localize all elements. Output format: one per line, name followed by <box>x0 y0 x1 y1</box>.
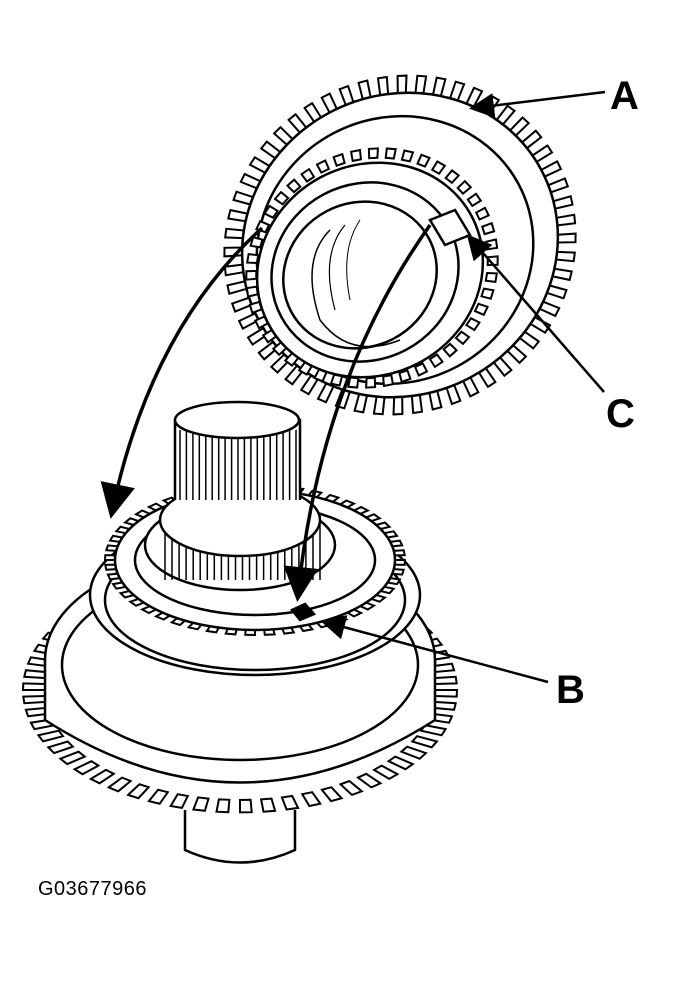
gear-tooth <box>300 167 316 183</box>
leader-c <box>466 234 605 393</box>
gear-tooth <box>396 74 408 95</box>
gear-tooth <box>551 267 573 282</box>
callout-label-c: C <box>606 392 635 436</box>
gear-tooth <box>356 772 383 789</box>
gear-tooth <box>384 147 397 160</box>
gear-tooth <box>353 392 369 414</box>
gear-tooth <box>58 750 87 766</box>
gear-tooth <box>372 764 400 781</box>
gear-tooth <box>223 263 245 277</box>
gear-tooth <box>245 285 259 298</box>
gear-tooth <box>365 376 377 389</box>
gear-tooth <box>126 783 151 800</box>
gear-tooth <box>442 342 459 358</box>
gear-tooth <box>246 252 260 265</box>
gear-tooth <box>399 745 428 760</box>
gear-tooth <box>320 786 344 803</box>
gear-tooth <box>433 689 459 698</box>
gear-tooth <box>410 735 439 749</box>
gear-tooth <box>263 204 280 219</box>
arrow-right-curve <box>283 223 432 602</box>
gear-tooth <box>556 232 577 244</box>
gear-tooth <box>103 554 117 561</box>
gear-tooth <box>300 791 322 808</box>
gear-tooth <box>428 353 444 369</box>
gear-tooth <box>332 152 346 167</box>
gear-tooth <box>484 271 498 284</box>
assembly-arrows <box>100 223 432 602</box>
gear-tooth <box>147 788 170 805</box>
gear-tooth <box>554 250 576 263</box>
gear-tooth <box>474 206 491 221</box>
gear-tooth <box>431 76 447 98</box>
gear-tooth <box>430 160 447 176</box>
gear-tooth <box>169 793 190 810</box>
gear-tooth <box>224 227 246 240</box>
gear-tooth <box>315 159 331 174</box>
gear-tooth <box>400 149 415 163</box>
arrow-left-curve <box>100 226 264 519</box>
figure-code: G03677966 <box>38 878 148 900</box>
gear-tooth <box>46 740 75 755</box>
gear-tooth <box>285 178 302 194</box>
gear-tooth <box>464 317 481 332</box>
gear-tooth <box>338 779 364 797</box>
gear-tooth <box>552 195 574 210</box>
callout-label-b: B <box>556 668 585 712</box>
gear-tooth <box>410 393 424 415</box>
gear-tooth <box>555 213 577 227</box>
gear-tooth <box>456 179 473 195</box>
upper-inner-teeth <box>245 147 499 389</box>
gear-tooth <box>227 208 249 223</box>
gear-tooth <box>239 798 253 814</box>
leader-a <box>469 90 606 118</box>
gear-tooth <box>466 192 483 208</box>
gear-tooth <box>432 675 458 686</box>
gear-tooth <box>349 148 362 163</box>
leader-b <box>320 615 549 684</box>
gear-tooth <box>444 169 461 185</box>
gear-tooth <box>382 373 395 388</box>
leader-lines <box>320 90 606 684</box>
gear-tooth <box>480 287 495 300</box>
gear-tooth <box>393 559 407 566</box>
gear-tooth <box>280 794 300 811</box>
gear-tooth <box>226 280 248 295</box>
gear-tooth <box>416 153 431 168</box>
gear-tooth <box>372 395 386 416</box>
gear-tooth <box>191 796 210 812</box>
shaft-splines <box>179 430 297 500</box>
gear-tooth <box>259 797 277 813</box>
gear-tooth <box>273 190 290 206</box>
gear-tooth <box>454 330 471 346</box>
gear-tooth <box>414 74 428 95</box>
gear-tooth <box>347 376 360 389</box>
gear-tooth <box>367 147 379 160</box>
gear-tooth <box>245 269 258 281</box>
upper-gear-teeth <box>223 74 577 416</box>
gear-tooth <box>36 729 65 743</box>
callout-label-a: A <box>610 74 639 118</box>
gear-tooth <box>473 302 489 317</box>
gear-tooth <box>72 760 101 776</box>
gear-tooth <box>392 395 404 416</box>
gear-tooth <box>485 238 499 251</box>
gear-tooth <box>106 776 133 793</box>
upper-gear-a <box>223 74 577 416</box>
gear-tooth <box>376 75 390 97</box>
lower-gear-assembly <box>21 400 459 864</box>
gear-tooth <box>481 221 496 236</box>
gear-tooth <box>88 768 116 785</box>
gear-tooth <box>413 362 429 377</box>
gear-tooth <box>21 682 47 691</box>
gear-tooth <box>398 369 412 384</box>
gear-tooth <box>215 798 231 814</box>
gear-tooth <box>22 694 48 705</box>
gear-tooth <box>386 755 415 771</box>
